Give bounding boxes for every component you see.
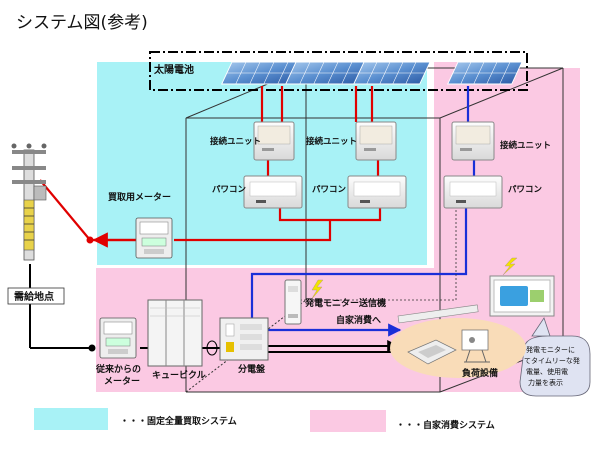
callout-line-2: てタイムリーな発 <box>524 356 580 365</box>
diagram-title: システム図(参考) <box>16 13 148 33</box>
power-conditioner-1 <box>243 175 303 209</box>
solar-panel <box>353 61 431 85</box>
cubicle <box>147 299 203 367</box>
conventional-meter <box>99 317 137 359</box>
connector-label-1: 接続ユニット <box>210 136 261 147</box>
connector-unit-2 <box>355 121 397 161</box>
callout-line-3: 電量、使用電 <box>526 367 568 376</box>
black-wiring <box>29 264 400 353</box>
self-consumption-label: 自家消費へ <box>336 314 381 326</box>
junction-dot <box>88 344 96 352</box>
cubicle-label: キュービクル <box>152 369 206 381</box>
distribution-board-label: 分電盤 <box>238 363 266 375</box>
demand-point-box <box>7 287 65 305</box>
buy-meter <box>135 217 173 259</box>
monitor-transmitter <box>284 279 302 325</box>
utility-pole <box>11 143 47 261</box>
junction-dot <box>86 236 94 244</box>
pcs-label-3: パワコン <box>508 184 543 195</box>
connector-unit-3 <box>451 121 495 161</box>
lightning-icon <box>502 257 518 276</box>
monitor-transmitter-label: 発電モニター送信機 <box>304 297 386 309</box>
load-equipment-label: 負荷設備 <box>462 367 498 379</box>
solar-array-frame <box>149 51 528 91</box>
solar-panels <box>221 61 523 85</box>
power-conditioner-3 <box>443 175 503 209</box>
distribution-board <box>219 317 269 361</box>
load-equipment <box>390 304 526 378</box>
connector-label-3: 接続ユニット <box>500 140 551 151</box>
legend-swatch-self <box>310 410 386 432</box>
current-sensor <box>206 340 218 356</box>
legend-text-self: ・・・自家消費システム <box>396 419 495 431</box>
connector-label-2: 接続ユニット <box>306 136 357 147</box>
solar-panel <box>285 61 367 85</box>
lightning-icon <box>310 279 324 301</box>
solar-panel <box>447 61 523 85</box>
callout-line-1: 発電モニターに <box>526 345 575 354</box>
buy-meter-label: 買取用メーター <box>108 191 171 203</box>
generation-monitor-display <box>489 275 555 317</box>
pcs-label-2: パワコン <box>312 184 347 195</box>
legend-text-fixed: ・・・固定全量買取システム <box>120 415 237 427</box>
pcs-label-1: パワコン <box>212 184 247 195</box>
demand-point-label: 需給地点 <box>14 290 54 303</box>
callout-line-4: 力量を表示 <box>528 378 563 387</box>
conventional-meter-label-2: メーター <box>104 375 140 387</box>
legend-swatch-fixed <box>34 408 108 430</box>
monitor-link <box>300 210 457 301</box>
callout-bubble: 発電モニターに てタイムリーな発 電量、使用電 力量を表示 <box>519 317 591 397</box>
blue-wiring <box>250 86 476 337</box>
legend: ・・・固定全量買取システム ・・・自家消費システム <box>34 408 495 432</box>
connector-unit-1 <box>253 121 295 161</box>
power-conditioner-2 <box>347 175 407 209</box>
solar-label: 太陽電池 <box>153 63 194 76</box>
conventional-meter-label-1: 従来からの <box>95 363 141 375</box>
